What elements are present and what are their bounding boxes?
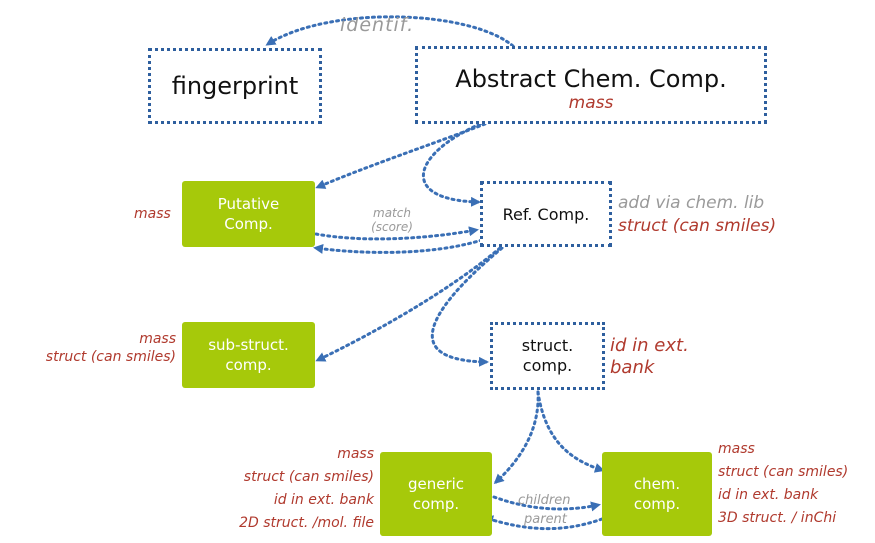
node-struct-line1: struct. <box>521 336 574 355</box>
node-substruct-line2: comp. <box>225 356 272 374</box>
node-ref-comp[interactable]: Ref. Comp. <box>480 181 612 247</box>
node-substruct-line1: sub-struct. <box>208 336 289 354</box>
annotation-putative-mass: mass <box>134 206 171 222</box>
arrow-struct-generic <box>493 390 540 485</box>
edge-label-identif: identif. <box>340 14 415 36</box>
node-fingerprint[interactable]: fingerprint <box>148 48 322 124</box>
annotation-chem: mass struct (can smiles) id in ext. bank… <box>718 438 848 530</box>
annotation-chem-line1: mass <box>718 441 755 457</box>
edge-label-match-line2: (score) <box>371 220 413 234</box>
arrow-identif <box>265 15 515 48</box>
node-putative-line2: Comp. <box>224 215 273 233</box>
arrow-children <box>492 495 601 512</box>
node-chem-line1: chem. <box>633 475 681 493</box>
annotation-generic-line3: id in ext. bank <box>273 492 374 508</box>
node-substruct-comp[interactable]: sub-struct. comp. <box>182 322 315 388</box>
node-abstract-label: Abstract Chem. Comp. <box>455 65 727 93</box>
node-fingerprint-label: fingerprint <box>171 72 299 100</box>
node-struct-comp[interactable]: struct. comp. <box>490 322 605 390</box>
node-generic-line2: comp. <box>412 495 460 513</box>
annotation-chem-line3: id in ext. bank <box>718 487 819 503</box>
annotation-generic-line2: struct (can smiles) <box>243 469 374 485</box>
annotation-ref-add-via-lib: add via chem. lib <box>618 193 765 213</box>
arrow-abstract-ref <box>421 122 482 207</box>
annotation-substruct-line1: mass <box>139 331 176 347</box>
arrow-struct-chem <box>536 390 605 473</box>
annotation-struct-line2: bank <box>610 357 655 378</box>
node-putative-line1: Putative <box>217 195 280 213</box>
edge-label-match-line1: match <box>373 206 411 220</box>
edge-label-parent: parent <box>524 512 567 527</box>
arrow-putative-ref <box>314 226 479 241</box>
annotation-struct-line1: id in ext. <box>610 335 689 356</box>
node-struct-line2: comp. <box>522 356 573 375</box>
node-generic-comp[interactable]: generic comp. <box>380 452 492 536</box>
annotation-generic-line4: 2D struct. /mol. file <box>239 515 374 531</box>
node-putative-comp[interactable]: Putative Comp. <box>182 181 315 247</box>
arrow-abstract-putative <box>315 122 487 189</box>
edge-label-match: match (score) <box>362 206 422 234</box>
annotation-generic: mass struct (can smiles) id in ext. bank… <box>190 443 374 535</box>
node-chem-comp[interactable]: chem. comp. <box>602 452 712 536</box>
node-abstract-attr: mass <box>568 93 614 113</box>
node-chem-line2: comp. <box>633 495 681 513</box>
node-abstract-chem-comp[interactable]: Abstract Chem. Comp. mass <box>415 46 767 124</box>
annotation-chem-line4: 3D struct. / inChi <box>718 510 837 526</box>
node-generic-line1: generic <box>407 475 465 493</box>
arrow-ref-struct <box>431 246 504 367</box>
annotation-ref-struct: struct (can smiles) <box>618 216 777 236</box>
annotation-substruct: mass struct (can smiles) <box>14 330 176 366</box>
annotation-substruct-line2: struct (can smiles) <box>45 349 176 365</box>
arrow-parent <box>483 515 604 531</box>
annotation-chem-line2: struct (can smiles) <box>718 464 849 480</box>
annotation-struct: id in ext. bank <box>610 335 689 379</box>
edge-label-children: children <box>518 493 571 508</box>
annotation-generic-line1: mass <box>337 446 374 462</box>
arrow-ref-substruct <box>315 246 502 362</box>
arrow-ref-putative <box>313 238 484 254</box>
node-ref-label: Ref. Comp. <box>502 204 590 224</box>
